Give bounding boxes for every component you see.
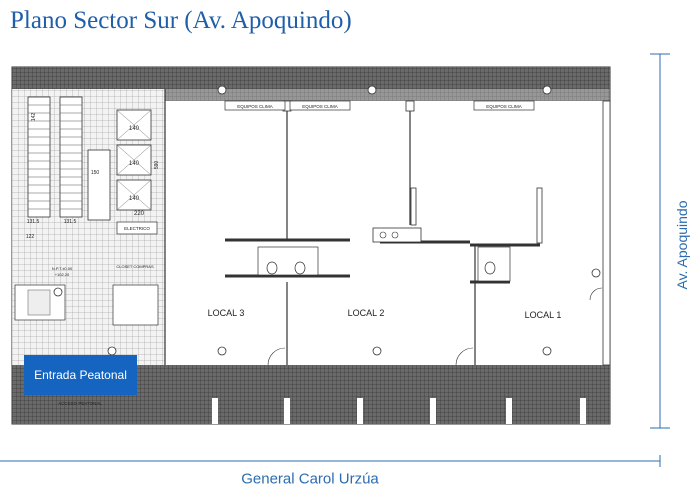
walls (164, 89, 476, 365)
restroom-fixtures (257, 246, 511, 282)
equipos-clima-label: EQUIPOS CLIMA (302, 104, 338, 109)
top-hatch-inner (165, 89, 610, 101)
elevators (116, 109, 152, 211)
local-1-label: LOCAL 1 (525, 310, 562, 320)
closet-box (112, 284, 159, 326)
local-2-label: LOCAL 2 (348, 308, 385, 318)
dim-label: 122 (26, 234, 35, 240)
npt-label: N.P.T.±0.00 (52, 266, 73, 271)
stairs (27, 96, 111, 221)
acceso-label: ACCESO PEATONAL (58, 401, 102, 406)
dim-label: 131.5 (64, 219, 77, 225)
dim-label: 142 (31, 113, 37, 122)
electrico-room (116, 221, 158, 235)
equipos-clima-label: EQUIPOS CLIMA (237, 104, 273, 109)
kitchen-counter (372, 227, 422, 243)
top-hatch-band (12, 67, 610, 89)
street-label-av-apoquindo: Av. Apoquindo (674, 200, 690, 290)
dim-label: 140 (129, 126, 140, 132)
dim-label: 590 (154, 161, 160, 170)
dim-label: 140 (129, 196, 140, 202)
dim-label: 131.5 (27, 219, 40, 225)
equipos-clima (224, 100, 535, 111)
bottom-openings (212, 398, 586, 424)
dim-label: 150 (91, 170, 100, 176)
street-label-general-carol-urzua: General Carol Urzúa (241, 470, 379, 488)
columns (282, 100, 611, 366)
entrada-peatonal-button[interactable]: Entrada Peatonal (24, 355, 137, 395)
npt-label-2: +102.20 (55, 272, 70, 277)
closet-label: CLOSET COMPRAS (116, 264, 154, 269)
page-title: Plano Sector Sur (Av. Apoquindo) (10, 7, 352, 34)
doors (267, 287, 603, 366)
equipos-clima-label: EQUIPOS CLIMA (486, 104, 522, 109)
local-3-label: LOCAL 3 (208, 308, 245, 318)
dim-label: 220 (134, 211, 145, 217)
dim-label: 140 (129, 161, 140, 167)
electrico-label: ELECTRICO (124, 226, 150, 231)
markers (53, 85, 601, 356)
stair-steps (28, 104, 82, 210)
dimension-lines (0, 53, 670, 467)
